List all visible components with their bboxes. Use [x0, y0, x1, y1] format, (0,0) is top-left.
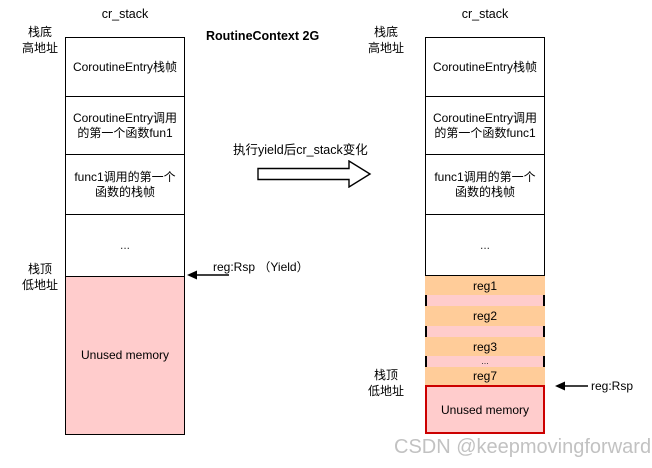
right-stack-title: cr_stack	[461, 7, 509, 21]
right-stack-reg-gap	[425, 326, 545, 337]
right-stack-cell-func1: CoroutineEntry调用的第一个函数func1	[425, 97, 545, 155]
left-stack-cell-func1-callee: func1调用的第一个函数的栈帧	[65, 155, 185, 215]
right-stack-reg-gap	[425, 295, 545, 306]
right-stack-cell-func1-callee: func1调用的第一个函数的栈帧	[425, 155, 545, 215]
left-stack-high-address-label: 栈底 高地址	[21, 25, 58, 55]
right-stack-reg-ellipsis: ...	[425, 356, 545, 367]
left-stack-title: cr_stack	[101, 7, 149, 21]
left-stack-cell-unused-memory: Unused memory	[65, 277, 185, 435]
left-stack: CoroutineEntry栈帧 CoroutineEntry调用的第一个函数f…	[65, 37, 185, 435]
transition-label: 执行yield后cr_stack变化	[233, 143, 368, 157]
left-stack-cell-ellipsis: ...	[65, 215, 185, 277]
left-rsp-pointer-arrow-icon	[187, 270, 229, 280]
yield-transition-arrow-icon	[257, 160, 372, 188]
left-stack-cell-coroutine-entry: CoroutineEntry栈帧	[65, 37, 185, 97]
left-stack-low-address-label: 栈顶 低地址	[21, 262, 58, 292]
right-stack-cell-reg7: reg7	[425, 367, 545, 385]
right-stack-cell-reg2: reg2	[425, 306, 545, 326]
right-stack-cell-coroutine-entry: CoroutineEntry栈帧	[425, 37, 545, 97]
csdn-watermark: CSDN @keepmovingforward	[394, 436, 652, 458]
right-rsp-pointer-label: reg:Rsp	[591, 379, 634, 393]
right-stack-high-address-label: 栈底 高地址	[367, 25, 404, 55]
right-stack-cell-unused-memory: Unused memory	[425, 385, 545, 434]
right-stack-cell-reg3: reg3	[425, 337, 545, 356]
right-stack-low-address-label: 栈顶 低地址	[367, 368, 404, 398]
right-stack-cell-ellipsis: ...	[425, 215, 545, 276]
right-stack: CoroutineEntry栈帧 CoroutineEntry调用的第一个函数f…	[425, 37, 545, 434]
right-stack-cell-reg1: reg1	[425, 276, 545, 295]
left-rsp-pointer-label: reg:Rsp （Yield）	[213, 260, 309, 274]
right-rsp-pointer-arrow-icon	[555, 381, 588, 391]
diagram-title: RoutineContext 2G	[206, 29, 320, 43]
left-stack-cell-fun1: CoroutineEntry调用的第一个函数fun1	[65, 97, 185, 155]
